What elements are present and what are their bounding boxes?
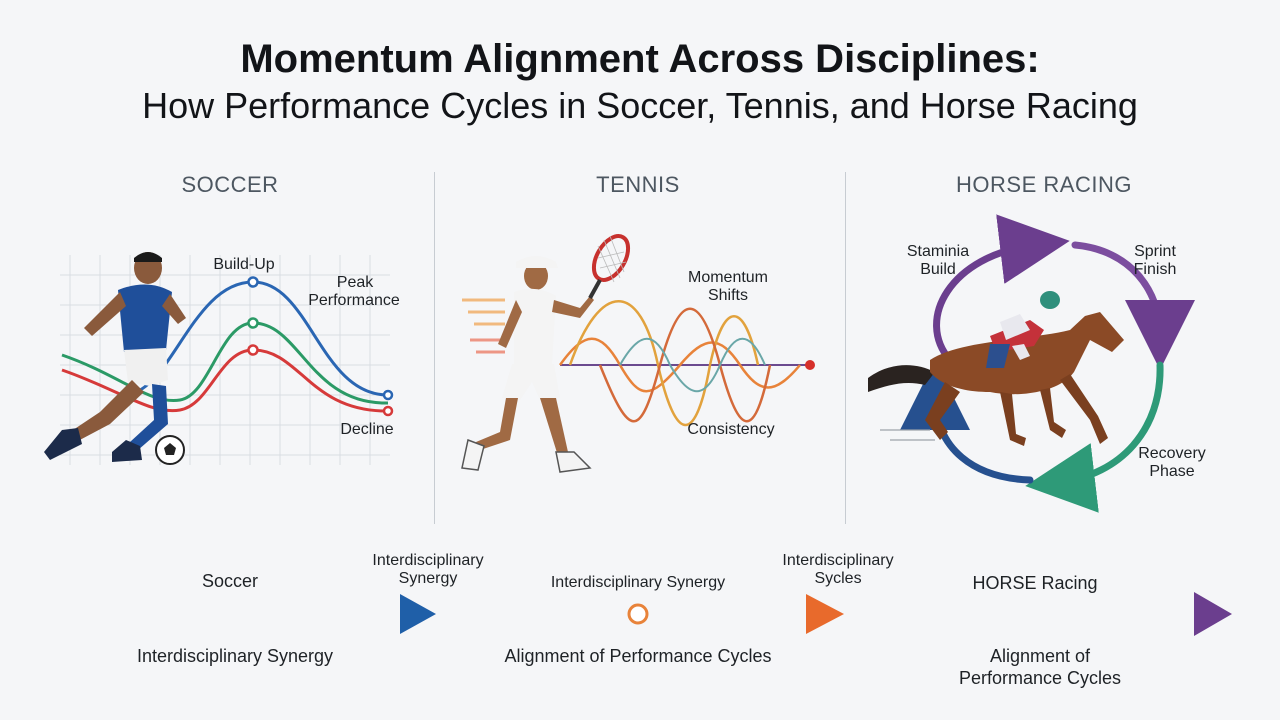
- soccer-ball-icon: [155, 435, 185, 465]
- tennis-wave-orange: [558, 337, 801, 393]
- horse-label-stamina-line1: Staminia: [906, 243, 970, 260]
- tennis-label-momentum-line2: Shifts: [707, 287, 748, 304]
- timeline-below-middle: Alignment of Performance Cycles: [504, 646, 772, 666]
- soccer-label-peak-line2: Performance: [308, 292, 400, 309]
- page-subtitle: How Performance Cycles in Soccer, Tennis…: [142, 85, 1138, 126]
- horse-cycle-arrow-stamina: [933, 214, 1070, 364]
- tennis-label-momentum-line1: Momentum: [687, 269, 769, 286]
- tennis-label-consistency: Consistency: [687, 421, 775, 438]
- horse-label-sprint-line1: Sprint: [1134, 243, 1176, 260]
- section-divider-right: [845, 172, 846, 524]
- timeline-below-right-line1: Alignment of: [989, 646, 1091, 666]
- soccer-end-marker-red: [382, 405, 394, 417]
- horse-label-recovery-line2: Phase: [1149, 463, 1195, 480]
- horse-label-sprint-line2: Finish: [1133, 261, 1177, 278]
- tennis-wave-amber: [568, 300, 760, 427]
- timeline-label-synergy1-line1: Interdisciplinary: [372, 552, 484, 569]
- horse-jockey-figure: [868, 291, 1124, 446]
- timeline-below-right-line2: Performance Cycles: [958, 668, 1122, 688]
- horse-cycle-arrow-sprint: [1071, 241, 1195, 370]
- timeline-below-left: Interdisciplinary Synergy: [136, 646, 334, 666]
- tennis-wave-burnt: [598, 307, 772, 423]
- section-title-horse-racing: HORSE RACING: [956, 172, 1132, 197]
- soccer-end-marker-blue: [382, 389, 394, 401]
- soccer-peak-marker-green: [247, 317, 259, 329]
- horse-label-recovery-line1: Recovery: [1138, 445, 1206, 462]
- soccer-peak-marker-blue: [247, 276, 259, 288]
- soccer-label-build-up: Build-Up: [213, 256, 275, 273]
- timeline-label-soccer: Soccer: [201, 571, 259, 591]
- timeline-label-horse: HORSE Racing: [972, 573, 1098, 593]
- soccer-label-decline: Decline: [340, 421, 394, 438]
- soccer-peak-marker-red: [247, 344, 259, 356]
- tennis-player-figure: [461, 256, 594, 473]
- horse-cycle-arrow-recovery: [1025, 361, 1164, 513]
- tennis-racket-icon: [588, 234, 631, 299]
- tennis-wave-teal: [619, 337, 766, 393]
- timeline-label-synergy-mid: Interdisciplinary Synergy: [550, 574, 726, 591]
- horse-label-stamina-line2: Build: [920, 261, 956, 278]
- timeline-arrows: [48, 592, 1232, 636]
- page-title: Momentum Alignment Across Disciplines:: [240, 37, 1040, 81]
- soccer-player-figure: [44, 252, 186, 462]
- timeline-label-cycles-line2: Sycles: [814, 570, 862, 587]
- section-title-soccer: SOCCER: [181, 172, 279, 197]
- soccer-label-peak-line1: Peak: [336, 274, 374, 291]
- section-title-tennis: TENNIS: [596, 172, 680, 197]
- section-divider-left: [434, 172, 435, 524]
- tennis-baseline-end: [805, 360, 815, 370]
- timeline-label-cycles-line1: Interdisciplinary: [782, 552, 894, 569]
- timeline-label-synergy1-line2: Synergy: [398, 570, 458, 587]
